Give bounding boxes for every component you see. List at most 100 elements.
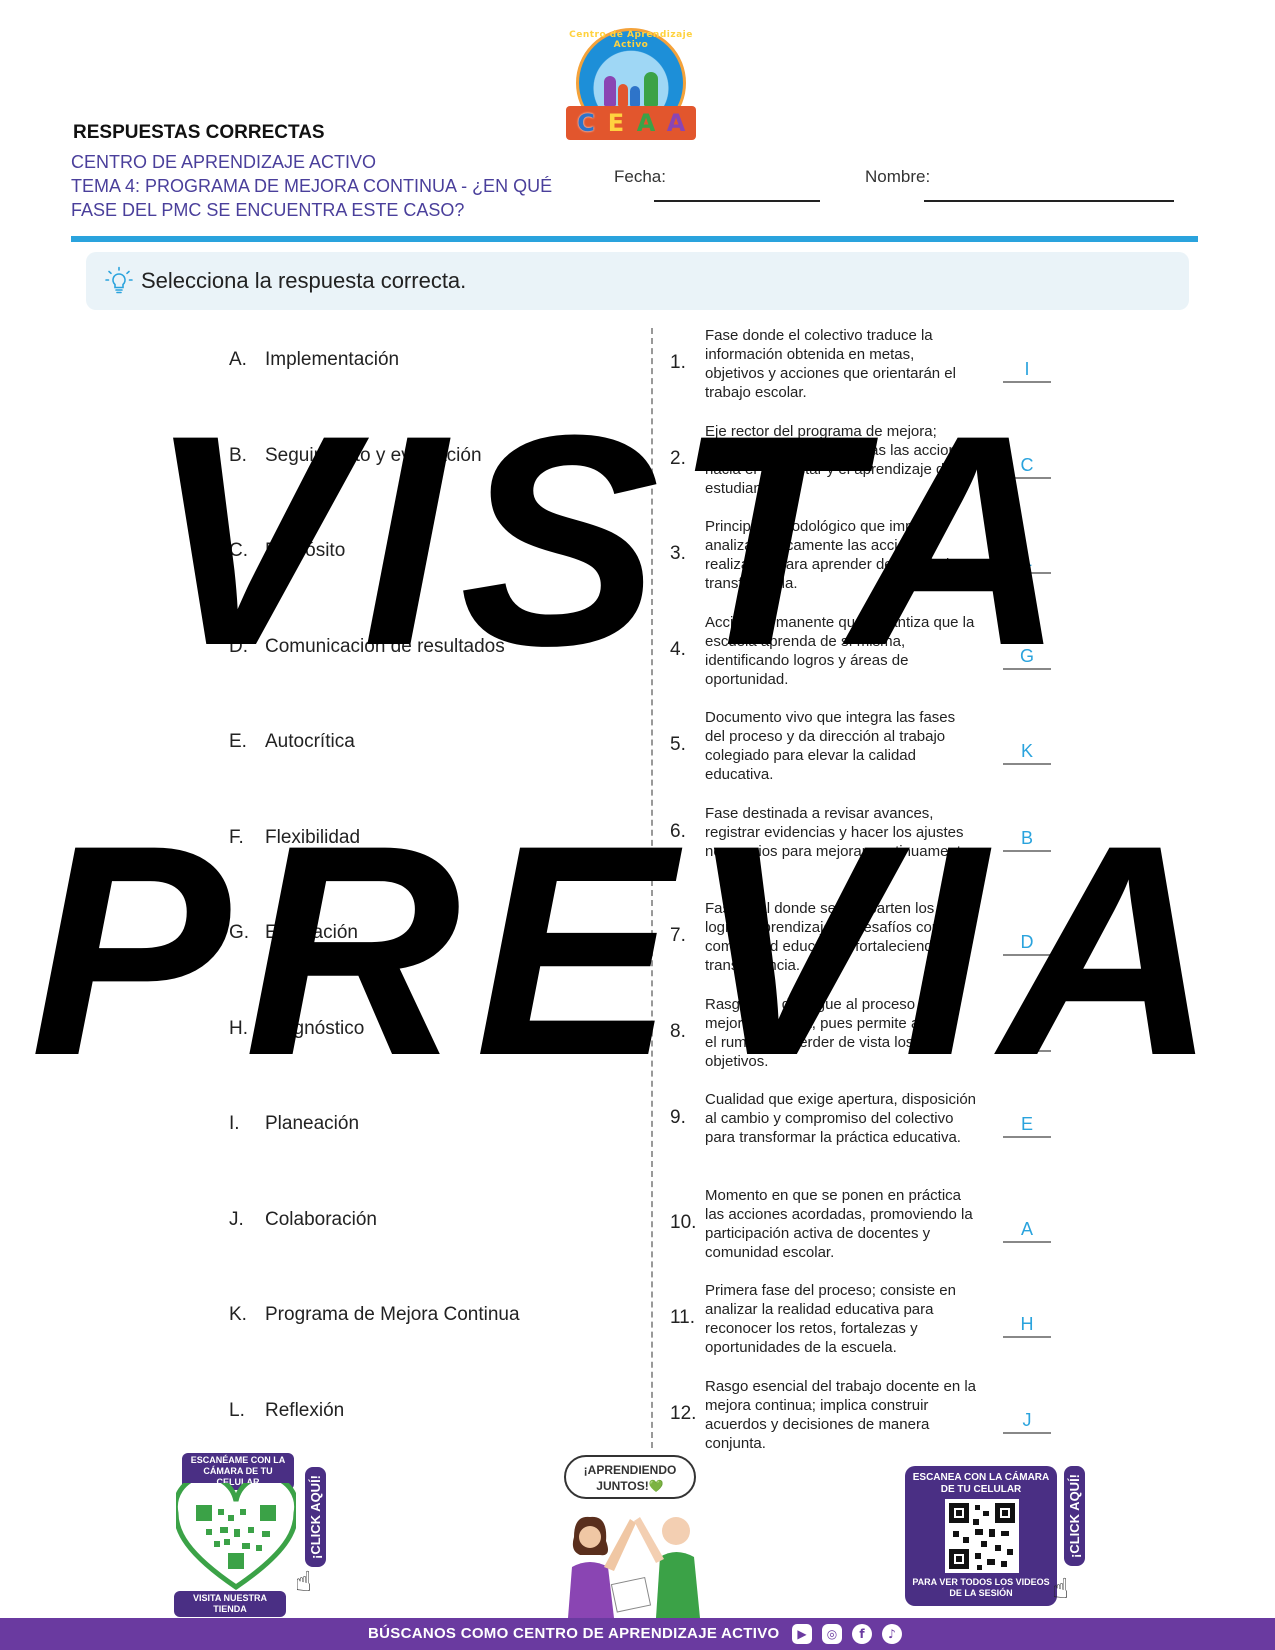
answer-field[interactable]: K (1020, 741, 1033, 761)
question-line: estudiantes. (705, 479, 786, 497)
answer-underline (1003, 1431, 1051, 1434)
option-text: Programa de Mejora Continua (265, 1304, 520, 1325)
fecha-field[interactable] (654, 200, 820, 202)
videos-click-button[interactable]: ¡CLICK AQUÍ! (1064, 1466, 1085, 1566)
footer-bar: BÚSCANOS COMO CENTRO DE APRENDIZAJE ACTI… (0, 1618, 1275, 1650)
answer-field[interactable]: B (1020, 827, 1033, 848)
question-line: identificando logros y áreas de (705, 651, 909, 669)
nombre-label: Nombre: (865, 167, 931, 186)
question-line: al cambio y compromiso del colectivo (705, 1110, 954, 1127)
option-item: L.Reflexión (229, 1400, 344, 1426)
store-click-button[interactable]: ¡CLICK AQUÍ! (305, 1467, 326, 1567)
question-text: Rasgo esencial del trabajo docente en la… (705, 1377, 1005, 1453)
option-letter: A. (229, 349, 247, 370)
pointer-hand-icon: ☝ (1052, 1572, 1070, 1605)
question-line: Documento vivo que integra las fases (705, 709, 956, 726)
answer-underline (1003, 763, 1051, 765)
option-item: G.Evaluación (229, 922, 358, 948)
question-number: 11. (670, 1307, 696, 1328)
option-letter: H. (229, 1017, 248, 1039)
question-line: reconocer los retos, fortalezas y (705, 1320, 918, 1337)
question-item: 4. Acción permanente que garantiza que la… (670, 613, 1070, 697)
question-line: comunidad educativa, fortaleciendo la (705, 938, 957, 955)
question-text: Cualidad que exige apertura, disposición… (705, 1090, 1005, 1147)
question-line: para transformar la práctica educativa. (705, 1129, 961, 1146)
question-text: Eje rector del programa de mejora;contie… (705, 422, 1005, 498)
question-line: Principio metodológico que implica (705, 518, 936, 535)
question-line: mejora continua; implica construir (705, 1396, 929, 1414)
option-letter: F. (229, 826, 244, 848)
tiktok-icon[interactable]: ♪ (882, 1624, 902, 1644)
question-line: las acciones acordadas, promoviendo la (705, 1205, 973, 1223)
store-qr-block[interactable]: ESCANÉAME CON LA CÁMARA DE TU CELULAR VI… (170, 1453, 330, 1617)
question-number: 4. (670, 638, 686, 660)
instagram-icon[interactable]: ◎ (822, 1624, 842, 1644)
question-line: Fase destinada a revisar avances, (705, 804, 934, 822)
answer-field[interactable]: I (1024, 359, 1030, 379)
column-divider (651, 328, 653, 1448)
logo-figures (602, 66, 662, 106)
question-number: 5. (670, 734, 686, 755)
answer-field[interactable]: A (1020, 1218, 1033, 1239)
answer-underline (1003, 476, 1051, 479)
question-line: Eje rector del programa de mejora; (705, 422, 937, 440)
answer-field[interactable]: E (1020, 1114, 1033, 1134)
answer-field[interactable]: C (1020, 454, 1034, 475)
heart-qr-icon[interactable] (176, 1483, 296, 1593)
question-line: mejora continua, pues permite ajustar (705, 1014, 956, 1032)
answer-underline (1003, 381, 1051, 383)
option-text: Flexibilidad (265, 826, 361, 848)
footer-text: BÚSCANOS COMO CENTRO DE APRENDIZAJE ACTI… (368, 1625, 780, 1642)
question-item: 12.Rasgo esencial del trabajo docente en… (670, 1377, 1070, 1461)
option-text: Propósito (265, 540, 346, 561)
nombre-field[interactable] (924, 200, 1174, 202)
answer-underline (1003, 572, 1051, 574)
option-text: Comunicación de resultados (265, 635, 505, 657)
question-line: analizar la realidad educativa para (705, 1301, 934, 1318)
youtube-icon[interactable]: ▶ (792, 1624, 812, 1644)
question-number: 1. (670, 352, 686, 373)
question-number: 7. (670, 925, 686, 946)
question-line: trabajo escolar. (705, 384, 807, 401)
answers-title: RESPUESTAS CORRECTAS (73, 122, 325, 143)
question-number: 8. (670, 1020, 686, 1042)
answer-underline (1003, 1136, 1051, 1138)
watermark-vista: VISTA (148, 372, 1080, 708)
logo-letter: E (607, 109, 625, 137)
answer-field[interactable]: G (1019, 645, 1034, 666)
question-line: contiene el rumbo de todas las acciones (705, 441, 973, 459)
question-item: 11.Primera fase del proceso; consiste en… (670, 1281, 1070, 1365)
question-line: oportunidad. (705, 670, 789, 688)
answer-field[interactable]: L (1021, 550, 1032, 570)
question-line: registrar evidencias y hacer los ajustes (705, 823, 964, 841)
question-line: colegiado para elevar la calidad (705, 747, 916, 764)
question-line: transparencia. (705, 957, 801, 974)
qr-code-icon[interactable] (945, 1499, 1019, 1573)
option-letter: E. (229, 731, 247, 752)
answer-underline (1003, 849, 1051, 852)
answer-field[interactable]: D (1020, 932, 1034, 952)
answer-field[interactable]: F (1021, 1027, 1033, 1048)
option-item: A.Implementación (229, 349, 399, 375)
question-line: Rasgo que distingue al proceso de (705, 995, 936, 1013)
answer-field[interactable]: H (1020, 1314, 1034, 1334)
answer-field[interactable]: J (1022, 1409, 1032, 1430)
question-line: Acción permanente que garantiza que la (705, 613, 975, 631)
question-line: conjunta. (705, 1434, 766, 1452)
videos-qr-block[interactable]: ESCANEA CON LA CÁMARA DE TU CELULAR PARA… (905, 1466, 1057, 1606)
question-line: comunidad escolar. (705, 1243, 835, 1261)
lightbulb-icon (105, 266, 133, 294)
option-item: C.Propósito (229, 540, 345, 566)
question-line: Fase donde el colectivo traduce la (705, 327, 933, 344)
option-item: K.Programa de Mejora Continua (229, 1304, 520, 1330)
logo-letter: A (666, 109, 686, 137)
facebook-icon[interactable]: f (852, 1624, 872, 1644)
option-letter: L. (229, 1399, 245, 1421)
question-line: del proceso y da dirección al trabajo (705, 728, 946, 745)
